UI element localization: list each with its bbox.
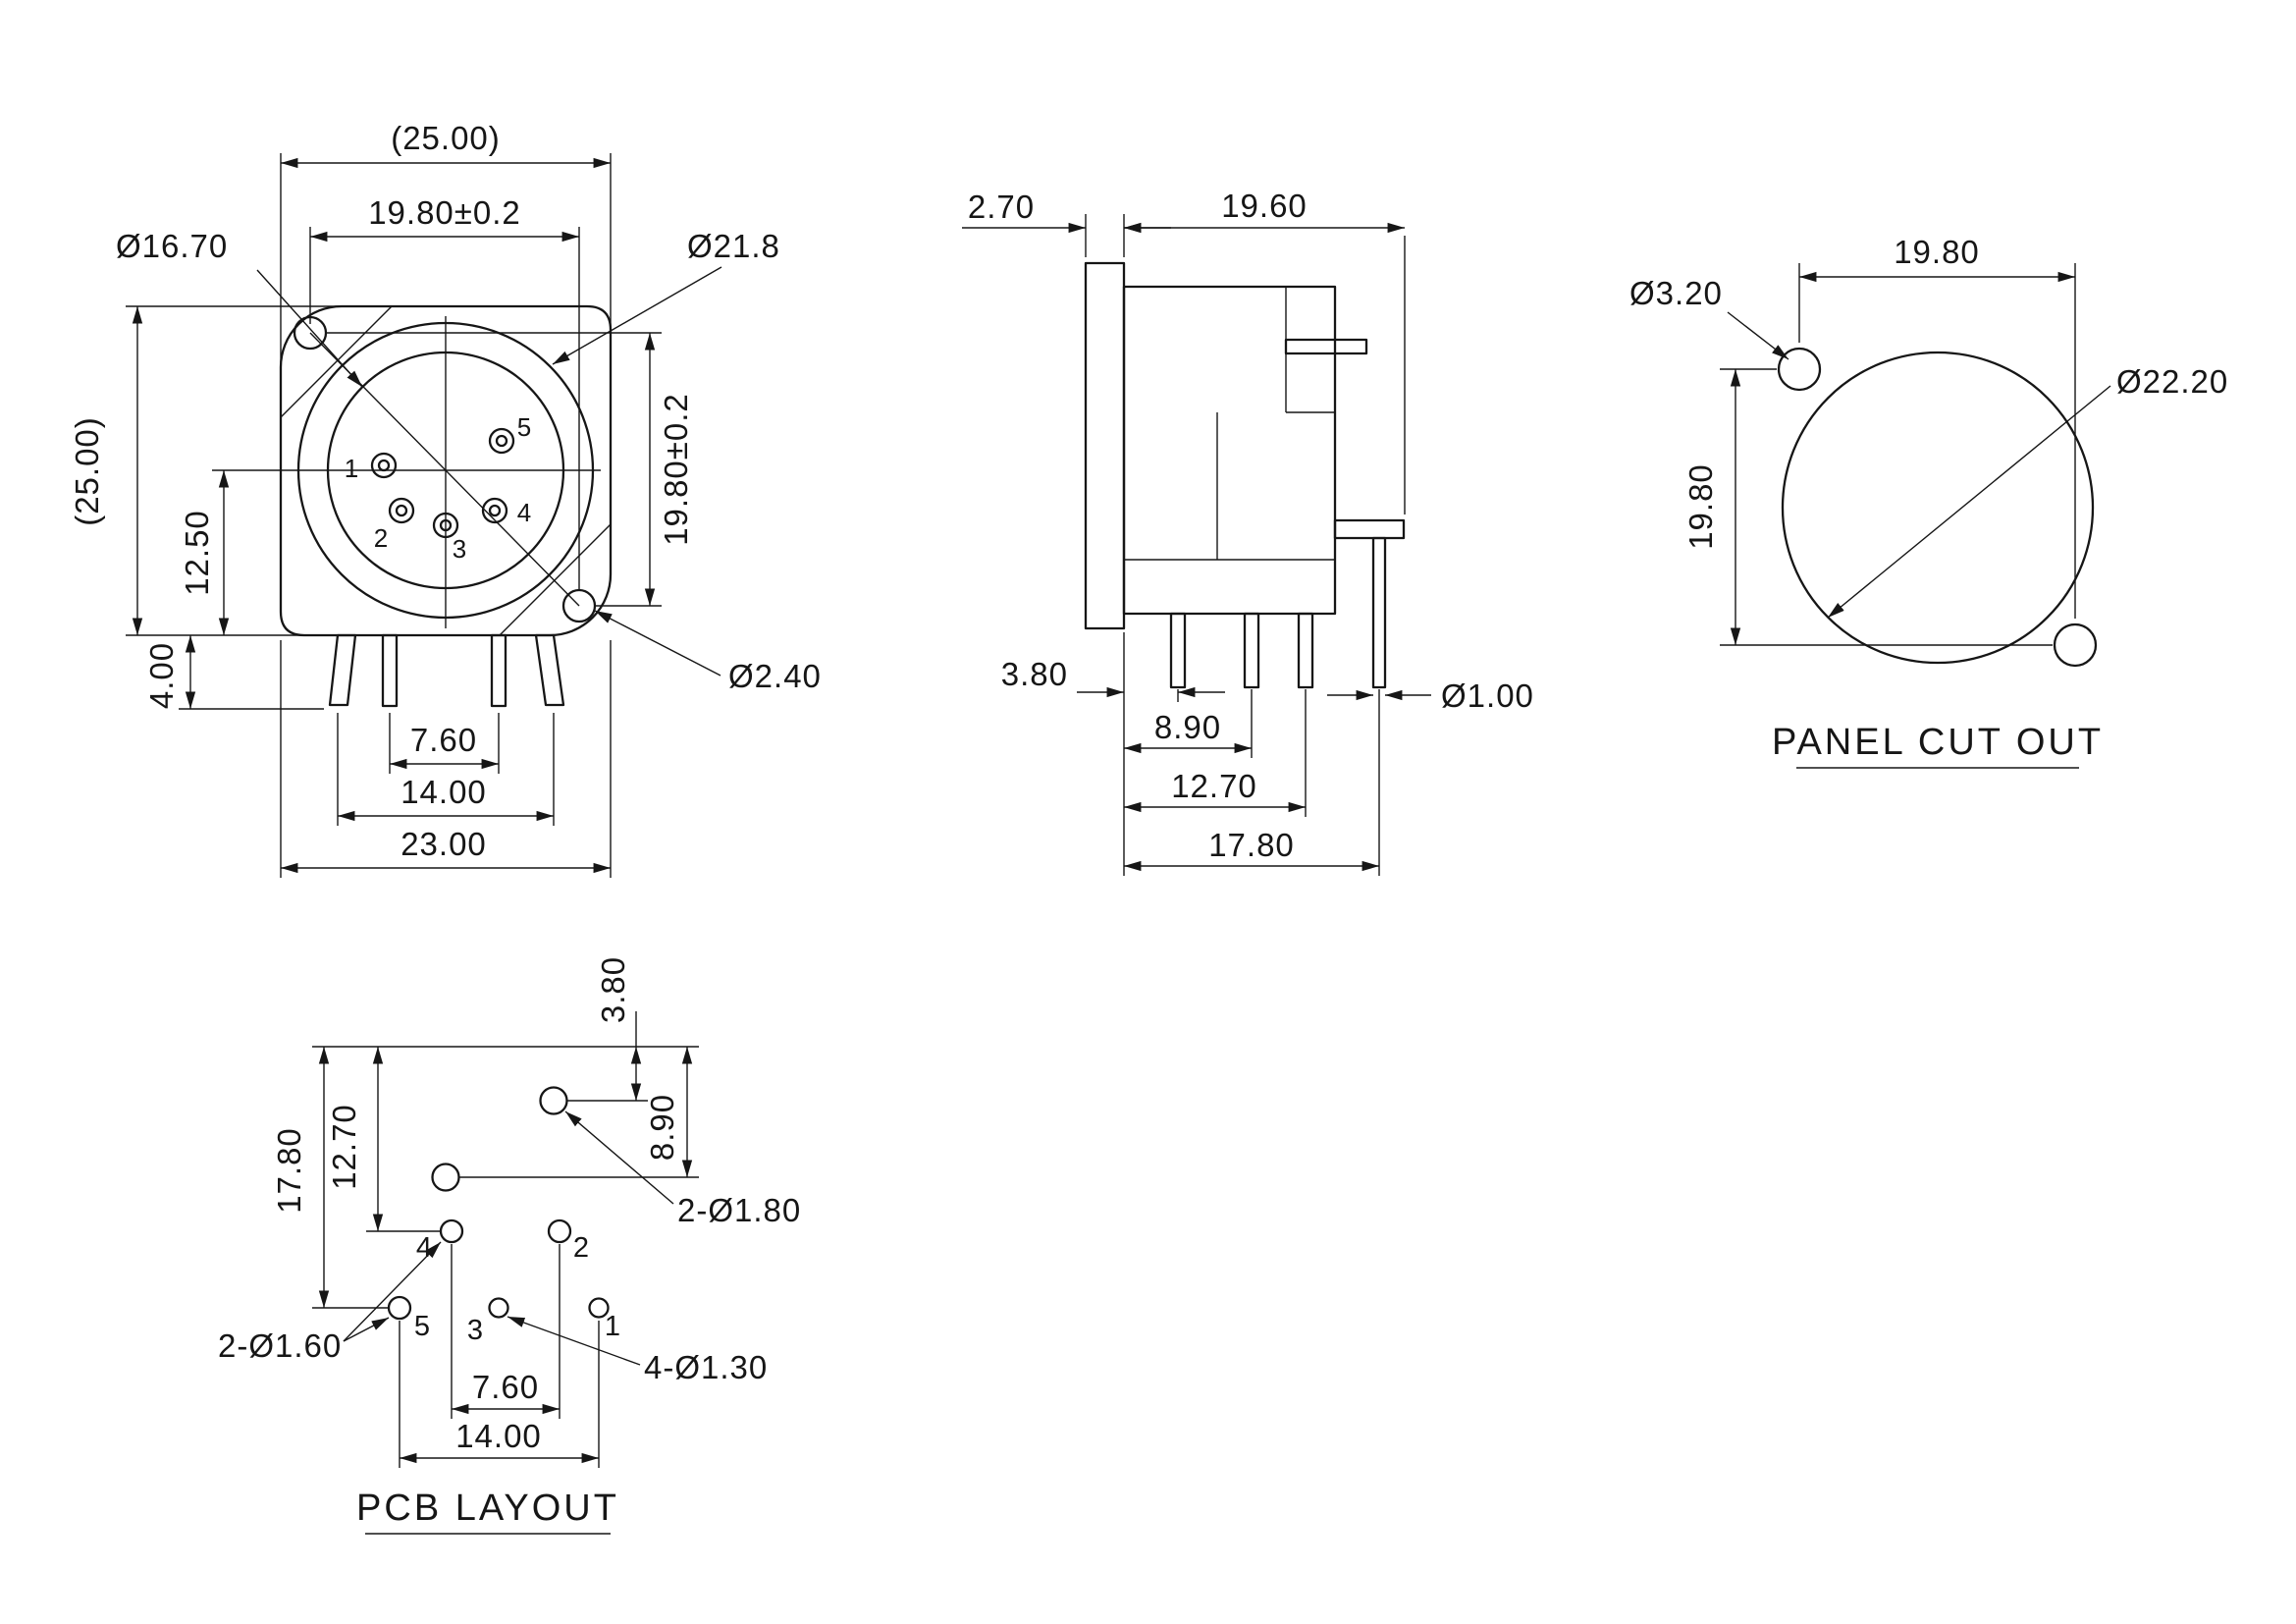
dim-panel-mount-hole-dia: Ø3.20 (1629, 275, 1723, 311)
dim-panel-hole-spacing-v: 19.80 (1682, 463, 1719, 550)
dim-panel-hole-spacing-h: 19.80 (1894, 234, 1980, 270)
panel-cut-out-view: Ø3.20 19.80 19.80 Ø22.20 PANEL CUT OUT (1629, 234, 2228, 769)
pcb-pin-label-2: 2 (573, 1232, 589, 1264)
dim-center-to-bottom: 12.50 (179, 510, 215, 596)
pcb-pin-label-1: 1 (605, 1311, 620, 1342)
dim-mount-hole-offset-y: 3.80 (595, 956, 631, 1023)
pcb-layout-view: 3.80 8.90 17.80 12.70 2-Ø1.80 2-Ø1.60 4-… (218, 956, 801, 1535)
pcb-hole-pin3 (488, 1297, 509, 1319)
pcb-hole-pin4 (439, 1218, 464, 1244)
pin-label-1: 1 (345, 454, 358, 483)
front-view: (25.00) 19.80±0.2 Ø16.70 Ø21.8 (25.00) 1… (69, 120, 822, 878)
flange-plate (1084, 261, 1126, 630)
dim-leg-offset-1: 3.80 (1001, 656, 1068, 692)
dim-pcb-pin-span-inner: 7.60 (472, 1369, 539, 1405)
dim-flange-thickness: 2.70 (968, 189, 1035, 225)
contact-stub (1333, 518, 1406, 540)
panel-dimensions (1720, 263, 2111, 646)
front-dimensions (126, 153, 722, 878)
dim-pin-row-height: 12.70 (326, 1104, 362, 1190)
pcb-pin-label-4: 4 (416, 1232, 432, 1264)
pcb-hole-pin1 (588, 1297, 610, 1319)
dim-mount-hole-dia: Ø2.40 (728, 658, 822, 694)
dim-leg-length: 4.00 (143, 642, 180, 709)
dim-overall-height: (25.00) (69, 416, 105, 526)
dim-body-width: 23.00 (400, 826, 487, 862)
dim-shell-dia: Ø21.8 (687, 228, 780, 264)
cutout-circle (1781, 351, 2095, 665)
side-dimensions (962, 214, 1431, 876)
dim-hole-spacing-h: 19.80±0.2 (368, 194, 521, 231)
panel-hole-tl (1777, 347, 1822, 392)
dim-pcb-pin-span-outer: 14.00 (455, 1418, 542, 1454)
dim-total-height: 17.80 (271, 1127, 307, 1214)
housing-body (1122, 285, 1337, 616)
pcb-layout-title: PCB LAYOUT (356, 1488, 619, 1529)
pin-label-3: 3 (453, 534, 466, 564)
dim-leg-dia: Ø1.00 (1441, 677, 1534, 714)
pcb-hole-pin5 (387, 1295, 412, 1321)
pcb-hole-pin2 (547, 1218, 572, 1244)
dim-hole-spacing-v: 19.80±0.2 (658, 393, 694, 546)
pcb-pin-label-3: 3 (467, 1315, 483, 1346)
pin-label-2: 2 (374, 523, 388, 553)
dim-body-depth: 19.60 (1221, 188, 1308, 224)
dim-leg-offset-3: 12.70 (1171, 768, 1257, 804)
pin-holes (370, 427, 515, 539)
pin-label-5: 5 (517, 412, 531, 442)
contact-tab (1284, 338, 1368, 355)
pcb-pin-label-5: 5 (414, 1311, 430, 1342)
solder-legs (328, 633, 565, 708)
side-view: 2.70 19.60 3.80 Ø1.00 8.90 12.70 17.80 (962, 188, 1534, 876)
dim-side-hole-offset-y: 8.90 (644, 1094, 680, 1161)
pcb-mount-hole-top (539, 1086, 568, 1115)
pin-label-4: 4 (517, 498, 531, 527)
dim-overall-width: (25.00) (391, 120, 501, 156)
dim-leg-offset-4: 17.80 (1208, 827, 1295, 863)
dim-mount-holes: 2-Ø1.80 (677, 1192, 801, 1228)
pcb-dimensions (312, 1011, 699, 1468)
dim-pin-span-inner: 7.60 (410, 722, 477, 758)
panel-cut-out-title: PANEL CUT OUT (1772, 722, 2104, 763)
dim-insert-dia: Ø16.70 (116, 228, 228, 264)
dim-side-holes: 2-Ø1.60 (218, 1327, 342, 1364)
dim-leg-offset-2: 8.90 (1154, 709, 1221, 745)
dim-pin-span-outer: 14.00 (400, 774, 487, 810)
pcb-mount-hole-left (431, 1163, 460, 1192)
panel-hole-br (2053, 623, 2098, 668)
dim-cutout-dia: Ø22.20 (2116, 363, 2228, 400)
dim-pin-holes: 4-Ø1.30 (644, 1349, 768, 1385)
